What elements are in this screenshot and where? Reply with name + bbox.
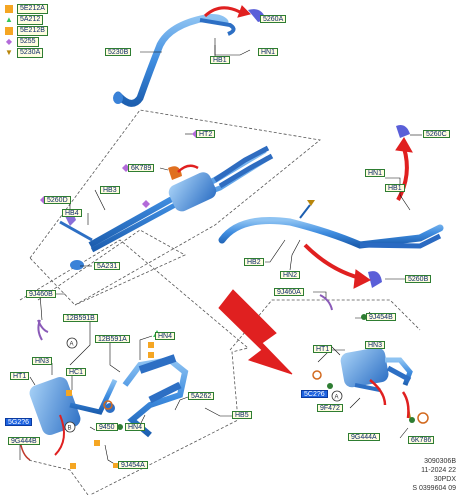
square-icon: [5, 5, 13, 13]
part-label-9f472: 9F472: [317, 404, 343, 412]
part-label-5g2: 5G2?6: [5, 418, 33, 426]
legend-item: 5E212A: [5, 4, 48, 14]
part-label-hc1: HC1: [66, 368, 87, 376]
part-label-5260b: 5260B: [405, 275, 432, 283]
legend-item: ▲ 5A212: [5, 15, 44, 25]
part-label-5260a: 5260A: [260, 15, 287, 23]
leader-lines: [19, 38, 422, 467]
part-label-hn3-left: HN3: [32, 357, 53, 365]
part-label-hn4: HN4: [155, 332, 176, 340]
part-label-ht2: HT2: [196, 130, 216, 138]
part-label-5a231: 5A231: [94, 262, 121, 270]
part-label-hb3: HB3: [100, 186, 120, 194]
part-label-hn1-right: HN1: [365, 169, 386, 177]
drawing-ref-line: 3090306B: [424, 458, 456, 465]
part-label-9g444a: 9G444A: [348, 433, 380, 441]
drawing-ref-line: S 0399604 09: [412, 485, 456, 492]
part-label-9j460b: 9J460B: [26, 290, 56, 298]
part-label-9j460a: 9J460A: [274, 288, 304, 296]
part-label-5260d: 5260D: [44, 196, 71, 204]
part-label-hn3-right: HN3: [365, 341, 386, 349]
legend-label: 5230A: [17, 48, 44, 58]
part-label-12b591a: 12B591A: [95, 335, 130, 343]
part-label-6k789: 6K789: [128, 164, 155, 172]
legend-item: 5E212B: [5, 26, 48, 36]
part-label-ht1-left: HT1: [10, 372, 30, 380]
svg-text:A: A: [70, 342, 74, 348]
part-label-5260c: 5260C: [423, 130, 450, 138]
part-label-12b591b: 12B591B: [63, 314, 98, 322]
part-label-hb2: HB2: [244, 258, 264, 266]
legend-item: ▼ 5230A: [5, 48, 44, 58]
right-tail-pipe: [218, 204, 444, 249]
red-arrows: [54, 5, 413, 456]
drawing-ref-line: 11-2024 22: [421, 467, 456, 474]
drawing-ref-line: 30PDX: [433, 476, 456, 483]
tail-pipe-top: [113, 14, 236, 107]
legend-item: ◆ 5255: [5, 37, 39, 47]
part-label-9j454b: 9J454B: [366, 313, 396, 321]
part-label-5c2: 5C2?6: [301, 390, 328, 398]
part-label-hb4: HB4: [62, 209, 82, 217]
part-label-5a262: 5A262: [188, 392, 215, 400]
center-muffler-assembly: [59, 145, 274, 270]
part-label-hn2: HN2: [280, 271, 301, 279]
part-label-hb5: HB5: [232, 411, 252, 419]
legend-label: 5A212: [17, 15, 44, 25]
part-label-6k786: 6K786: [408, 436, 435, 444]
part-label-hn1-top: HN1: [258, 48, 279, 56]
part-label-ht1-right: HT1: [313, 345, 333, 353]
part-label-hn4-bottom: HN4: [125, 423, 146, 431]
legend-label: 5255: [17, 37, 39, 47]
legend-label: 5E212A: [17, 4, 48, 14]
right-catalyst-assembly: [340, 347, 413, 392]
legend-label: 5E212B: [17, 26, 48, 36]
diamond-icon: ◆: [5, 37, 13, 46]
triangle-down-icon: ▼: [5, 48, 13, 57]
part-label-5230b: 5230B: [105, 48, 132, 56]
part-label-9j454a: 9J454A: [118, 461, 148, 469]
sensor-parts: [19, 9, 429, 461]
part-label-hb1-right: HB1: [385, 184, 405, 192]
svg-text:A: A: [335, 395, 339, 401]
part-label-9450: 9450: [96, 423, 118, 431]
part-label-hb1-top: HB1: [210, 56, 230, 64]
triangle-icon: ▲: [5, 15, 13, 24]
square-icon: [5, 27, 13, 35]
svg-text:B: B: [68, 426, 72, 432]
part-label-9g444b: 9G444B: [8, 437, 40, 445]
